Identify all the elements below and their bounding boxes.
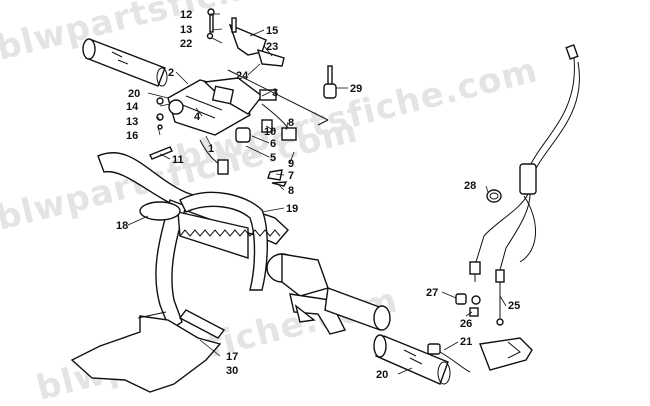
callout-13: 13 [180,24,192,36]
handlebar [97,152,289,339]
callout-20: 20 [128,88,140,100]
handlebar-cover-plate [70,311,222,393]
switch-housing [167,77,263,136]
callout-9: 9 [288,158,294,170]
callout-17: 17 [226,351,238,363]
wire-harness-small [199,89,297,175]
leader-lines [127,13,507,375]
cable-tie-ring [486,189,502,203]
callout-15: 15 [266,25,278,37]
callout-5: 5 [270,152,276,164]
callout-4: 4 [194,111,201,123]
callout-10: 10 [264,126,276,138]
cotter-pin [323,65,337,99]
callout-20: 20 [376,369,388,381]
callout-30: 30 [226,365,238,377]
throttle-lever [206,8,285,67]
callout-11: 11 [172,154,184,166]
callout-8: 8 [288,185,294,197]
callout-24: 24 [236,70,249,82]
subassembly-bracket-line [227,69,329,126]
callout-21: 21 [460,336,472,348]
hand-guard [479,337,533,371]
callout-23: 23 [266,41,278,53]
callout-28: 28 [464,180,476,192]
callout-18: 18 [116,220,128,232]
callout-26: 26 [460,318,472,330]
right-grip-hand-warmer [373,334,471,385]
callout-labels: 12 13 22 15 23 2 24 29 20 14 4 3 13 16 1… [116,9,520,381]
callout-1: 1 [208,143,214,155]
callout-27: 27 [426,287,438,299]
callout-14: 14 [126,101,139,113]
cable-connectors [455,261,505,326]
left-grip [82,38,168,87]
callout-13: 13 [126,116,138,128]
callout-29: 29 [350,83,362,95]
callout-12: 12 [180,9,192,21]
callout-3: 3 [272,87,278,99]
callout-19: 19 [286,203,298,215]
callout-25: 25 [508,300,520,312]
callout-22: 22 [180,38,192,50]
throttle-cable [475,44,580,271]
callout-8: 8 [288,117,294,129]
callout-6: 6 [270,138,276,150]
callout-7: 7 [288,170,294,182]
callout-2: 2 [168,67,174,79]
brake-housing [266,253,391,335]
callout-16: 16 [126,130,138,142]
handlebar-pad [139,201,281,259]
